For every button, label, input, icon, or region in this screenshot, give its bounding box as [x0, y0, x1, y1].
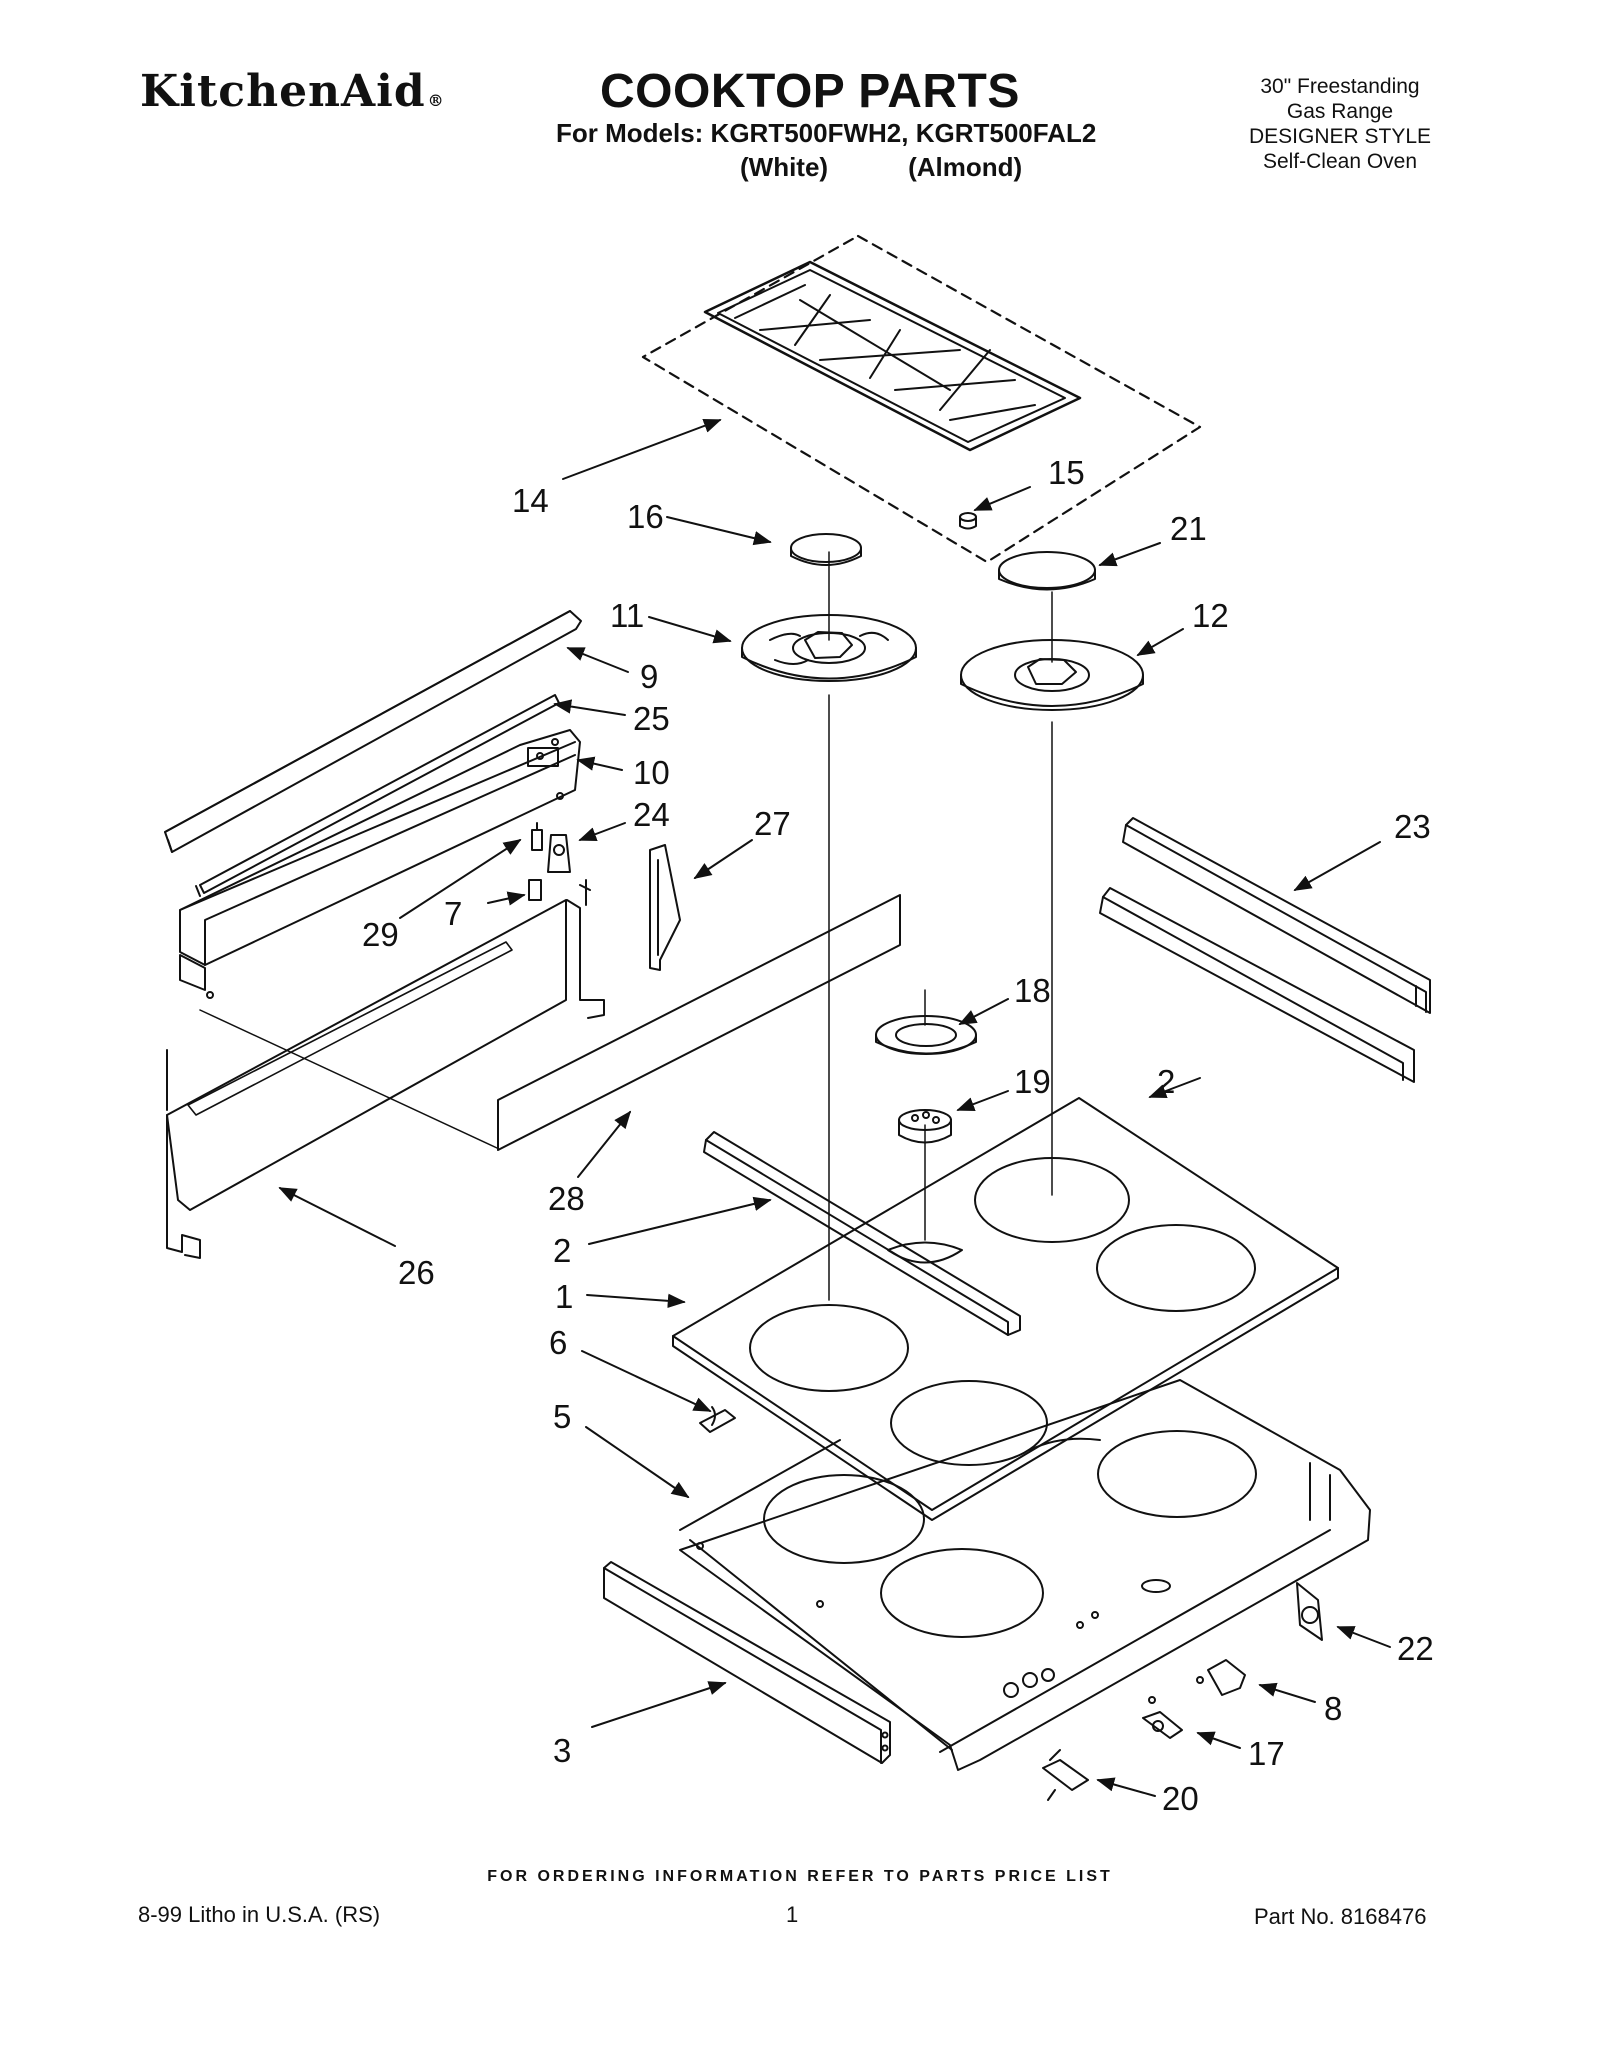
- page-number: 1: [786, 1902, 799, 1927]
- callout-25: 25: [633, 700, 670, 737]
- callout-7: 7: [444, 895, 462, 932]
- callout-8: 8: [1324, 1690, 1342, 1727]
- rod-part: [195, 694, 560, 897]
- clip-part: [699, 1406, 736, 1433]
- callout-15: 15: [1048, 454, 1085, 491]
- cooktop-top: [672, 1097, 1339, 1521]
- callout-17: 17: [1248, 1735, 1285, 1772]
- variant-white: (White): [740, 152, 829, 182]
- burner-box: [679, 1379, 1371, 1771]
- callout-1: 1: [555, 1278, 573, 1315]
- manifold-bracket: [179, 729, 581, 999]
- igniter-part: [1296, 1582, 1323, 1641]
- callout-14: 14: [512, 482, 549, 519]
- cooktop-strip: [703, 1131, 1021, 1336]
- front-panel: [497, 894, 901, 1151]
- trim-strip: [164, 610, 582, 853]
- rear-strip: [1122, 817, 1431, 1014]
- callout-20: 20: [1162, 1780, 1199, 1817]
- variant-almond: (Almond): [908, 152, 1023, 182]
- description-line: Self-Clean Oven: [1262, 150, 1418, 173]
- callout-labels: 14 15 16 21 11 12 9 25 10 24 27 29 7 23 …: [362, 454, 1434, 1817]
- spud-part: [528, 879, 542, 901]
- burner-base: [875, 1015, 977, 1055]
- description-line: DESIGNER STYLE: [1248, 125, 1432, 148]
- callout-21: 21: [1170, 510, 1207, 547]
- callout-22: 22: [1397, 1630, 1434, 1667]
- burner-cap-left: [790, 533, 862, 566]
- callout-11: 11: [610, 597, 644, 634]
- callout-2: 2: [553, 1232, 571, 1269]
- callout-10: 10: [633, 754, 670, 791]
- callout-27: 27: [754, 805, 791, 842]
- orifice-holder: [547, 834, 571, 873]
- spark-part: [1042, 1749, 1089, 1801]
- callout-3: 3: [553, 1732, 571, 1769]
- part-number: Part No. 8168476: [1254, 1904, 1427, 1929]
- brand-logo: KitchenAid®: [140, 66, 445, 117]
- callout-28: 28: [548, 1180, 585, 1217]
- ordering-note: FOR ORDERING INFORMATION REFER TO PARTS …: [487, 1868, 1113, 1885]
- grate-part: [641, 234, 1202, 564]
- callout-6: 6: [549, 1324, 567, 1361]
- front-strip: [603, 1561, 891, 1764]
- callout-19: 19: [1014, 1063, 1051, 1100]
- callout-9: 9: [640, 658, 658, 695]
- callout-18: 18: [1014, 972, 1051, 1009]
- callout-24: 24: [633, 796, 670, 833]
- side-bracket: [649, 844, 681, 971]
- description-line: Gas Range: [1286, 100, 1394, 123]
- orifice-part: [531, 822, 543, 851]
- leader-arrows: [278, 418, 1391, 1797]
- grate-foot: [959, 512, 977, 530]
- callout-23: 23: [1394, 808, 1431, 845]
- models-line: For Models: KGRT500FWH2, KGRT500FAL2: [556, 118, 1097, 148]
- lower-panel: [166, 879, 605, 1259]
- callout-12: 12: [1192, 597, 1229, 634]
- switch-part: [1142, 1711, 1183, 1739]
- callout-2: 2: [1157, 1063, 1175, 1100]
- callout-29: 29: [362, 916, 399, 953]
- callout-5: 5: [553, 1398, 571, 1435]
- callout-26: 26: [398, 1254, 435, 1291]
- burner-cap-right: [998, 551, 1096, 591]
- page-title: COOKTOP PARTS: [600, 65, 1020, 118]
- product-description: 30" Freestanding Gas Range DESIGNER STYL…: [1240, 74, 1440, 174]
- model-variants: (White) (Almond): [740, 152, 1022, 183]
- burner-head: [898, 1109, 952, 1144]
- clamp-part: [1207, 1659, 1246, 1696]
- side-strip-right: [1099, 887, 1415, 1083]
- callout-16: 16: [627, 498, 664, 535]
- print-info: 8-99 Litho in U.S.A. (RS): [138, 1902, 381, 1927]
- alignment-lines: [828, 551, 1053, 1301]
- description-line: 30" Freestanding: [1260, 75, 1420, 98]
